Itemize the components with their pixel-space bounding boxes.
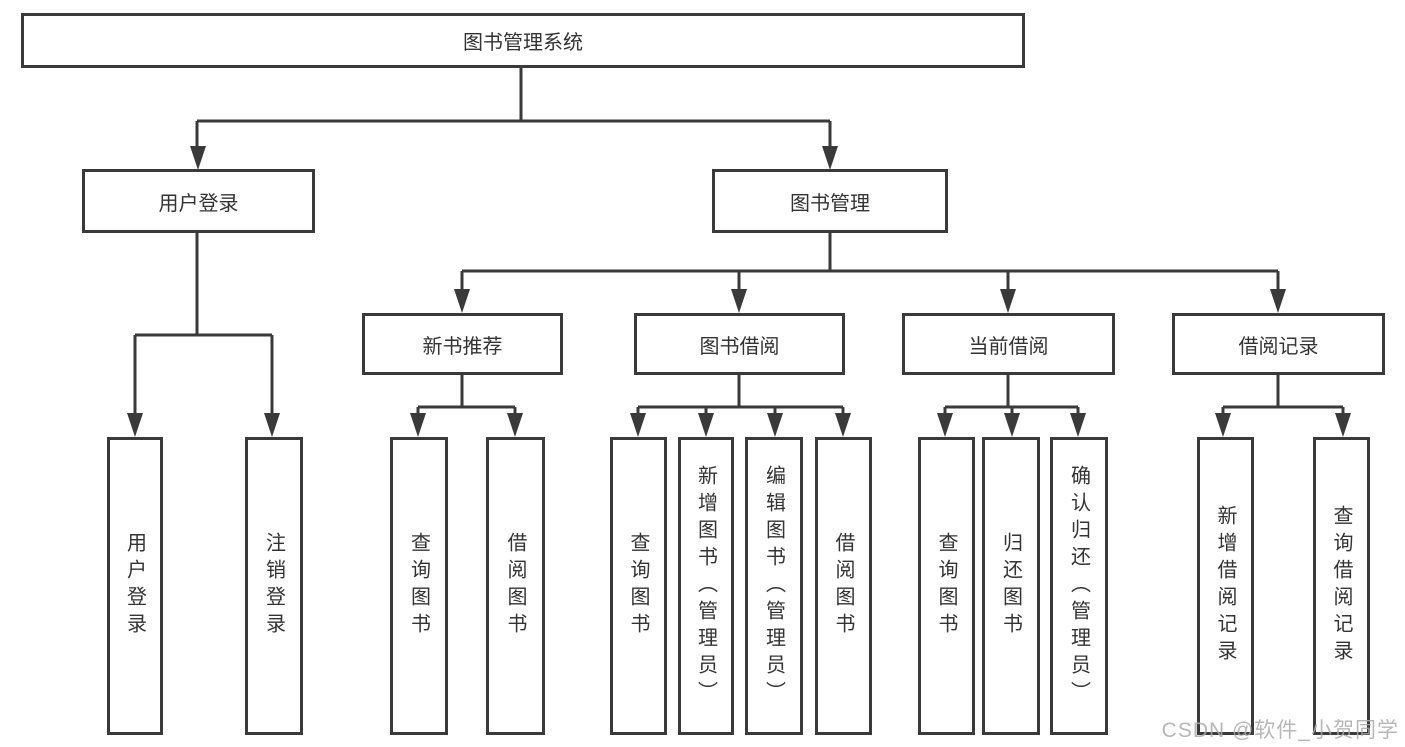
- leaf-borrow-edit-book-admin: 编辑图书（管理员）: [745, 437, 803, 735]
- leaf-records-query-record-label: 查询借阅记录: [1330, 505, 1352, 667]
- leaf-user-login: 用户登录: [107, 437, 163, 735]
- leaf-records-add-record: 新增借阅记录: [1197, 437, 1254, 735]
- leaf-user-login-label: 用户登录: [123, 532, 146, 640]
- node-new-book-recommend: 新书推荐: [362, 313, 563, 375]
- node-borrow-records: 借阅记录: [1172, 313, 1385, 375]
- leaf-records-add-record-label: 新增借阅记录: [1214, 505, 1236, 667]
- node-book-management-label: 图书管理: [790, 192, 870, 215]
- node-book-management: 图书管理: [712, 169, 948, 233]
- leaf-borrow-add-book-admin-label: 新增图书（管理员）: [694, 464, 717, 708]
- leaf-recommend-borrow-book: 借阅图书: [486, 437, 545, 735]
- arrowheads: [127, 146, 1351, 437]
- leaf-logout: 注销登录: [245, 437, 303, 735]
- leaf-records-query-record: 查询借阅记录: [1313, 437, 1370, 735]
- leaf-recommend-query-book-label: 查询图书: [407, 532, 430, 640]
- node-borrow-records-label: 借阅记录: [1238, 335, 1319, 358]
- leaf-current-query-book-label: 查询图书: [935, 532, 957, 640]
- node-book-borrow: 图书借阅: [634, 313, 845, 375]
- leaf-borrow-edit-book-admin-label: 编辑图书（管理员）: [762, 464, 785, 708]
- leaf-borrow-borrow-book-label: 借阅图书: [832, 532, 854, 640]
- node-root-label: 图书管理系统: [463, 32, 583, 54]
- leaf-logout-label: 注销登录: [262, 532, 285, 640]
- leaf-borrow-query-book: 查询图书: [610, 437, 667, 735]
- leaf-borrow-borrow-book: 借阅图书: [815, 437, 872, 735]
- leaf-borrow-add-book-admin: 新增图书（管理员）: [678, 437, 734, 735]
- node-current-borrow-label: 当前借阅: [968, 335, 1049, 358]
- node-root: 图书管理系统: [21, 13, 1025, 68]
- node-user-login: 用户登录: [82, 169, 315, 233]
- leaf-current-return-book: 归还图书: [982, 437, 1040, 735]
- leaf-recommend-query-book: 查询图书: [390, 437, 448, 735]
- leaf-current-query-book: 查询图书: [918, 437, 975, 735]
- leaf-recommend-borrow-book-label: 借阅图书: [504, 532, 526, 640]
- node-current-borrow: 当前借阅: [902, 313, 1115, 375]
- leaf-current-return-book-label: 归还图书: [999, 532, 1022, 640]
- node-new-book-recommend-label: 新书推荐: [422, 335, 503, 358]
- leaf-current-confirm-return-admin-label: 确认归还（管理员）: [1067, 464, 1090, 708]
- node-book-borrow-label: 图书借阅: [699, 335, 780, 358]
- leaf-borrow-query-book-label: 查询图书: [627, 532, 649, 640]
- leaf-current-confirm-return-admin: 确认归还（管理员）: [1050, 437, 1108, 735]
- node-user-login-label: 用户登录: [158, 192, 239, 215]
